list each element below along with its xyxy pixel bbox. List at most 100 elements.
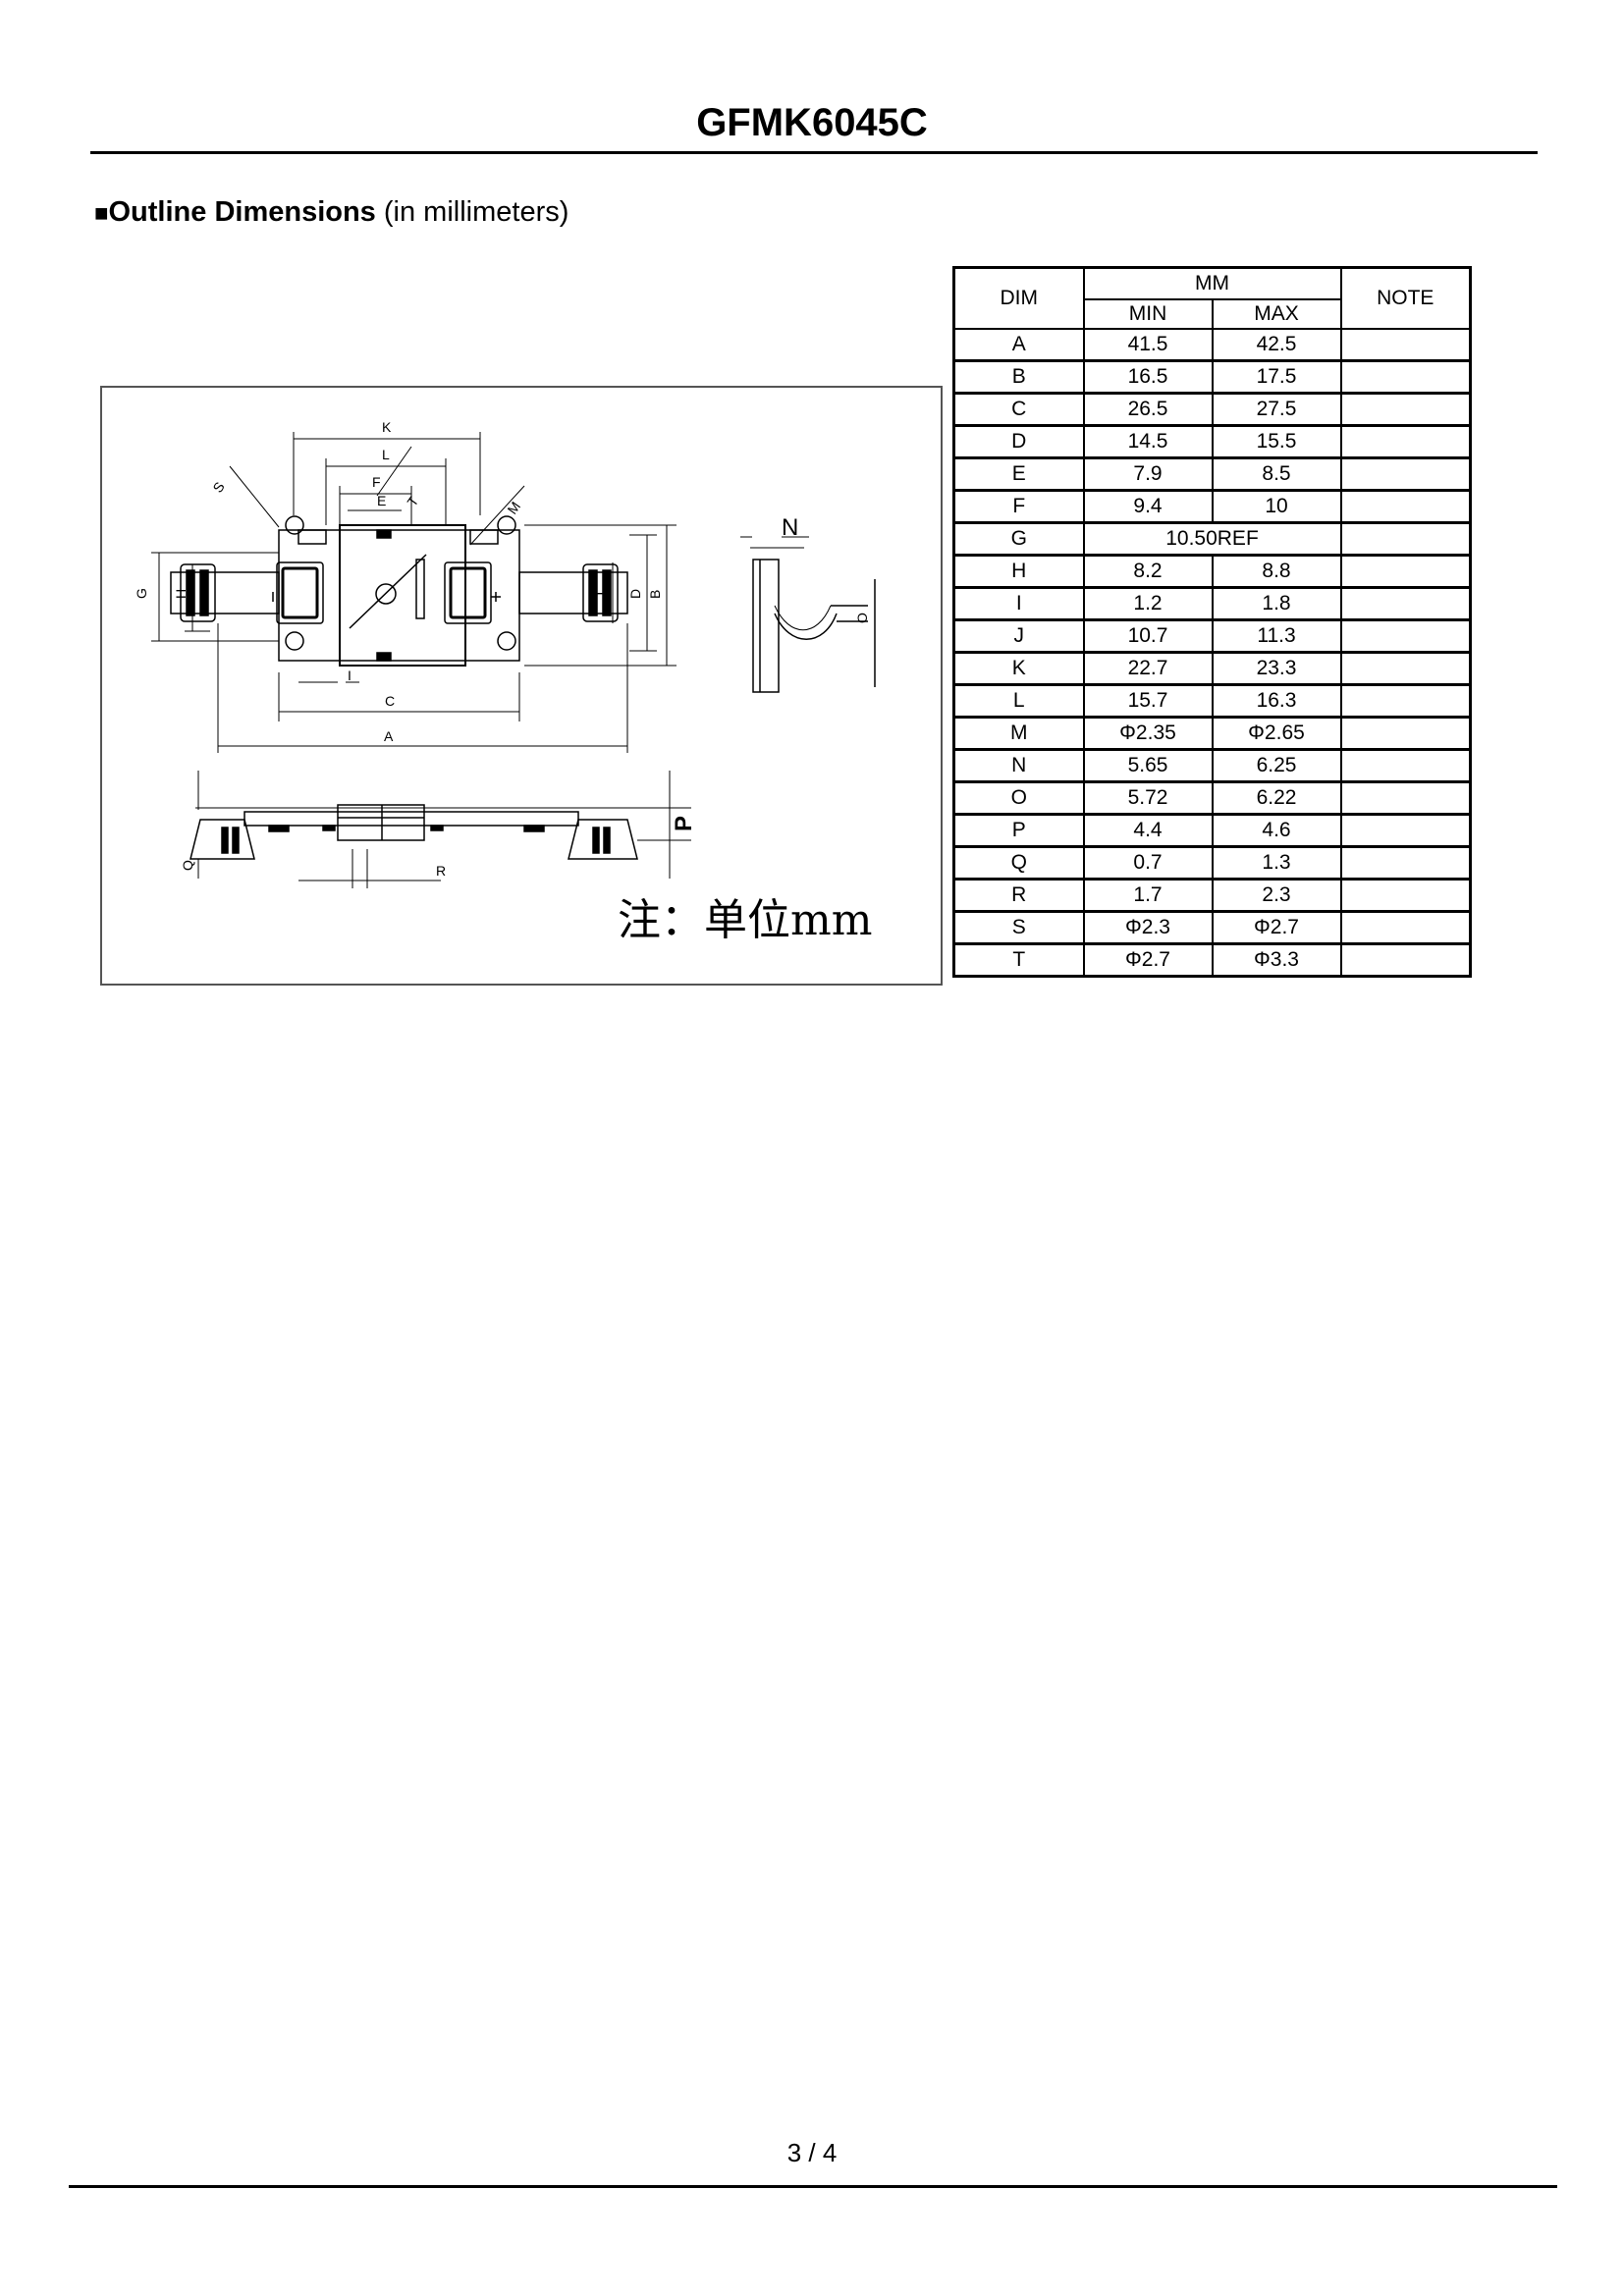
profile-view — [189, 804, 638, 860]
cell-min: 41.5 — [1082, 328, 1214, 362]
cell-max: 6.25 — [1211, 748, 1342, 783]
cell-max: Φ2.65 — [1211, 716, 1342, 751]
cell-dim: M — [952, 716, 1085, 751]
terminal-left-arm — [170, 571, 280, 614]
cell-max: Φ3.3 — [1211, 942, 1342, 978]
cell-note — [1339, 618, 1472, 654]
cell-dim: B — [952, 359, 1085, 395]
cell-max: 27.5 — [1211, 392, 1342, 427]
dim-label-t: T — [404, 493, 421, 509]
cell-min: 22.7 — [1082, 651, 1214, 686]
cell-dim: F — [952, 489, 1085, 524]
hole-bottom-right — [497, 631, 516, 651]
cell-note — [1339, 878, 1472, 913]
cell-max: 16.3 — [1211, 683, 1342, 719]
section-heading-bold: Outline Dimensions — [108, 196, 376, 228]
body-outline — [278, 529, 520, 662]
cell-dim: S — [952, 910, 1085, 945]
cell-max: 15.5 — [1211, 424, 1342, 459]
cell-max: 1.8 — [1211, 586, 1342, 621]
dim-label-h: H — [173, 589, 189, 599]
dim-label-n: N — [782, 514, 798, 541]
dim-label-i: I — [348, 667, 352, 683]
footer-rule — [69, 2185, 1557, 2188]
cell-note — [1339, 780, 1472, 816]
cell-dim: C — [952, 392, 1085, 427]
terminal-right-clip — [582, 563, 619, 622]
center-hole — [375, 583, 397, 605]
center-slot — [415, 559, 425, 619]
cell-min: 7.9 — [1082, 456, 1214, 492]
cell-min: 1.2 — [1082, 586, 1214, 621]
cell-max: 6.22 — [1211, 780, 1342, 816]
cell-dim: J — [952, 618, 1085, 654]
terminal-right-bar-1 — [588, 569, 598, 616]
cell-dim: Q — [952, 845, 1085, 881]
cell-max: 11.3 — [1211, 618, 1342, 654]
profile-center — [337, 804, 425, 841]
side-clip-inner — [774, 605, 832, 631]
cell-max: 42.5 — [1211, 328, 1342, 362]
dim-label-r: R — [436, 863, 446, 879]
cell-max: 2.3 — [1211, 878, 1342, 913]
hole-top-right — [497, 515, 516, 535]
document-title: GFMK6045C — [696, 101, 928, 144]
hole-top-left — [285, 515, 304, 535]
top-tab — [376, 529, 392, 539]
left-window-outer — [276, 561, 324, 624]
cell-note — [1339, 392, 1472, 427]
cell-min: 1.7 — [1082, 878, 1214, 913]
terminal-left-bar-1 — [186, 569, 195, 616]
cell-note — [1339, 942, 1472, 978]
section-heading-rest: (in millimeters) — [375, 196, 569, 228]
cell-max: 17.5 — [1211, 359, 1342, 395]
cell-dim: R — [952, 878, 1085, 913]
terminal-left-bar-2 — [199, 569, 209, 616]
cell-note — [1339, 424, 1472, 459]
cell-note — [1339, 456, 1472, 492]
dim-label-l: L — [382, 447, 390, 462]
cell-note — [1339, 586, 1472, 621]
cell-min: Φ2.7 — [1082, 942, 1214, 978]
terminal-left — [170, 563, 280, 622]
cell-max: 8.8 — [1211, 554, 1342, 589]
dim-label-a: A — [384, 728, 394, 744]
cell-note — [1339, 489, 1472, 524]
cell-note — [1339, 521, 1472, 557]
dimension-lines — [151, 432, 677, 753]
cell-min: 26.5 — [1082, 392, 1214, 427]
cell-min: 8.2 — [1082, 554, 1214, 589]
center-frame — [339, 524, 466, 667]
cell-note — [1339, 813, 1472, 848]
diagonal-line — [349, 554, 427, 629]
header-rule — [90, 151, 1538, 154]
cell-max: 4.6 — [1211, 813, 1342, 848]
profile-right-foot — [568, 819, 638, 860]
side-view — [740, 536, 876, 693]
cell-note — [1339, 845, 1472, 881]
dim-label-s: S — [209, 479, 227, 496]
corner-notch-right — [469, 529, 499, 545]
outline-drawing-svg: K L F E S T M G H J D B I C A — [134, 419, 876, 888]
cell-note — [1339, 651, 1472, 686]
section-heading: ■Outline Dimensions (in millimeters) — [94, 194, 568, 232]
header-note: NOTE — [1339, 266, 1472, 330]
cell-dim: L — [952, 683, 1085, 719]
terminal-right — [518, 563, 628, 622]
cell-note — [1339, 683, 1472, 719]
cell-max: 8.5 — [1211, 456, 1342, 492]
cell-max: 23.3 — [1211, 651, 1342, 686]
